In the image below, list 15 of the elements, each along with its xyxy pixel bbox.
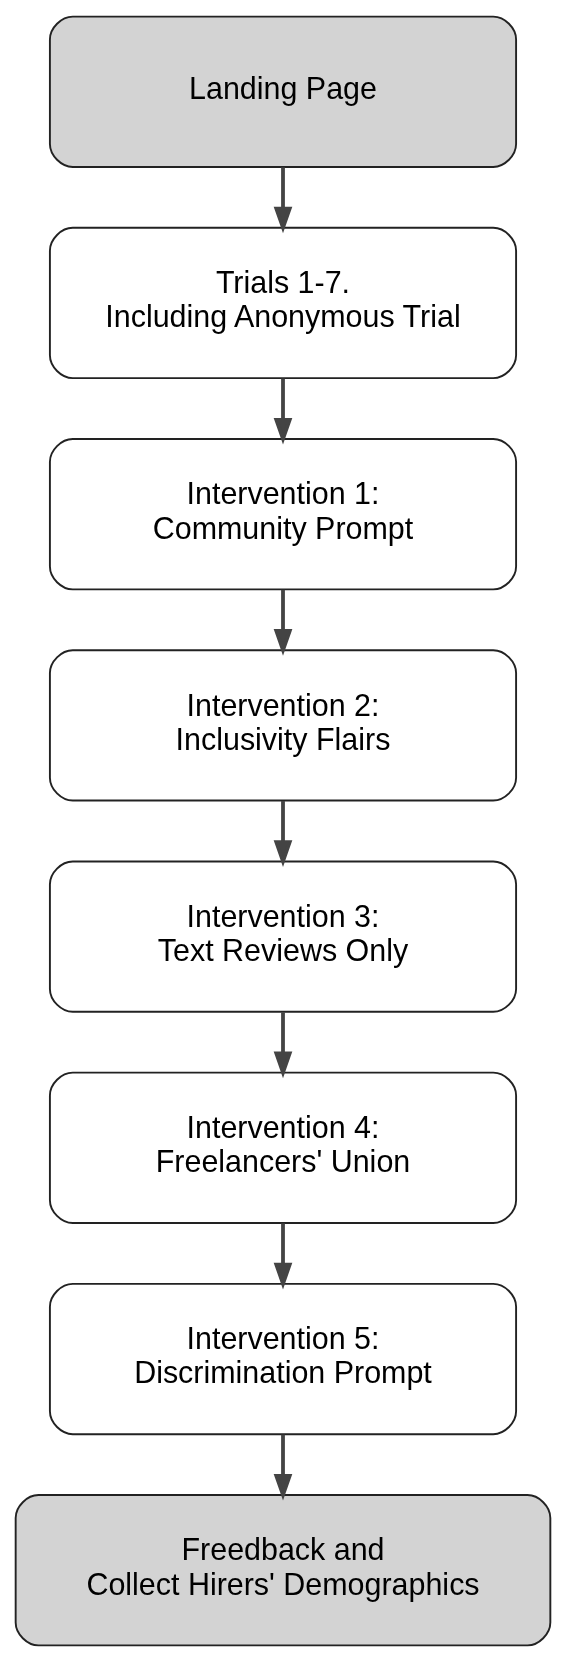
node-box: Intervention 2: Inclusivity Flairs [48, 648, 518, 801]
node-box: Intervention 3: Text Reviews Only [48, 860, 518, 1013]
node-box: Landing Page [48, 15, 518, 168]
node-box: Intervention 1: Community Prompt [48, 437, 518, 590]
arrow [273, 378, 293, 445]
arrow [273, 1011, 293, 1078]
node-box: Intervention 5: Discrimination Prompt [48, 1282, 518, 1435]
arrow [273, 1434, 293, 1501]
node-box: Intervention 4: Freelancers' Union [48, 1071, 518, 1224]
arrow [273, 800, 293, 867]
arrow [273, 166, 293, 233]
arrow [273, 589, 293, 656]
arrow [273, 1222, 293, 1289]
node-box: Freedback and Collect Hirers' Demographics [14, 1493, 552, 1646]
node-box: Trials 1-7. Including Anonymous Trial [48, 226, 518, 379]
